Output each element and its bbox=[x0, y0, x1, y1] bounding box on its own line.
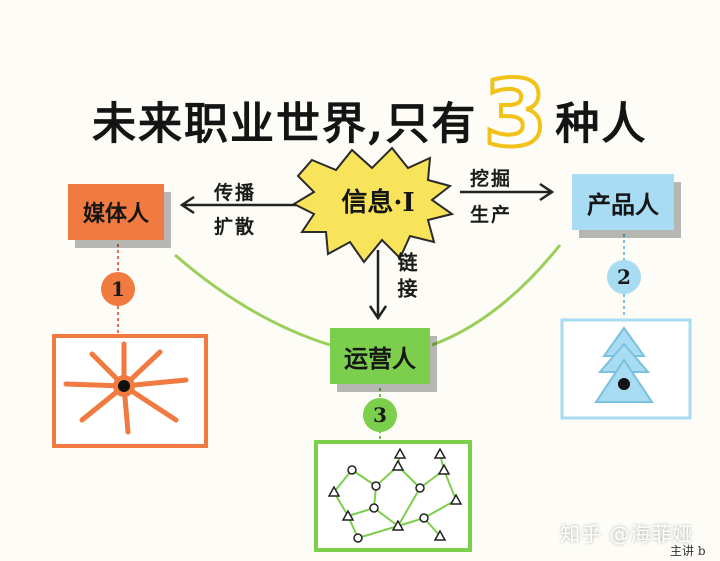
signature-text: 主讲 b bbox=[670, 544, 706, 558]
product-person-box: 产品人 bbox=[572, 174, 674, 230]
media-person-box: 媒体人 bbox=[68, 184, 164, 240]
ops-panel bbox=[314, 440, 472, 552]
ops-number: 3 bbox=[373, 403, 387, 427]
num-circle-3 bbox=[363, 398, 397, 432]
ops-person-box: 运营人 bbox=[330, 328, 430, 384]
num-circle-2 bbox=[607, 260, 641, 294]
title-number: 3 bbox=[481, 58, 550, 169]
arrow-down-label: 链接 bbox=[394, 252, 418, 304]
watermark-text: 知乎 @海菲娅 bbox=[560, 522, 694, 546]
center-info-label: 信息·I bbox=[341, 187, 415, 218]
arrow-right-top-label: 挖掘 bbox=[470, 168, 513, 190]
media-number: 1 bbox=[111, 277, 125, 301]
curve-media-ops bbox=[174, 253, 331, 347]
curve-product-ops bbox=[431, 244, 562, 347]
arrow-down bbox=[368, 250, 388, 321]
product-person-label: 产品人 bbox=[587, 189, 659, 219]
arrow-left-top-label: 传播 bbox=[214, 182, 257, 204]
product-panel bbox=[560, 318, 692, 420]
num-circle-1 bbox=[101, 272, 135, 306]
product-number: 2 bbox=[617, 265, 631, 289]
media-person-label: 媒体人 bbox=[82, 201, 149, 227]
media-panel bbox=[52, 334, 208, 448]
title-suffix: 种人 bbox=[555, 98, 648, 150]
arrow-right-bottom-label: 生产 bbox=[470, 204, 513, 226]
ops-person-label: 运营人 bbox=[344, 343, 416, 373]
info-burst-shape bbox=[291, 146, 455, 264]
arrow-right bbox=[460, 182, 555, 202]
title-prefix: 未来职业世界,只有 bbox=[92, 98, 478, 150]
arrow-left-bottom-label: 扩散 bbox=[214, 216, 257, 238]
arrow-left bbox=[179, 195, 296, 215]
